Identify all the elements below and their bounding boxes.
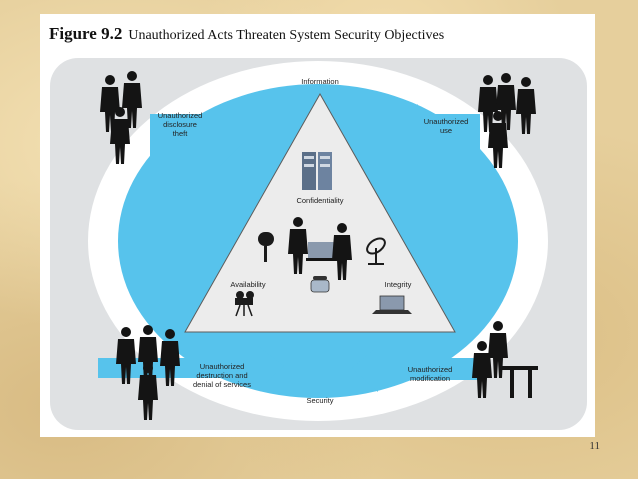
information-label: Information	[301, 77, 339, 86]
arrow-use: Unauthorized use	[394, 104, 480, 162]
page-number: 11	[589, 440, 600, 452]
availability-label: Availability	[230, 280, 266, 289]
arrow-modification: Unauthorized modification	[352, 346, 480, 392]
security-label: Security	[306, 396, 333, 405]
figure-number: Figure 9.2	[49, 24, 123, 43]
threat-destruction-line3: denial of services	[193, 380, 251, 389]
telephone-icon	[310, 276, 330, 293]
camera-icon	[235, 291, 254, 317]
threat-destruction-line2: destruction and	[196, 371, 247, 380]
threat-disclosure-line2: disclosure	[163, 120, 197, 129]
threat-modification-line1: Unauthorized	[408, 365, 453, 374]
security-diagram: Information Security Confidentiality Ava…	[50, 58, 587, 430]
threat-disclosure-line3: theft	[173, 129, 189, 138]
slide-panel: Figure 9.2 Unauthorized Acts Threaten Sys…	[40, 14, 595, 437]
office-workers-icon	[288, 217, 352, 280]
arrow-disclosure: Unauthorized disclosure theft	[150, 104, 244, 166]
arrow-destruction: Unauthorized destruction and denial of s…	[98, 346, 284, 390]
threat-use-line1: Unauthorized	[424, 117, 469, 126]
threat-use-line2: use	[440, 126, 452, 135]
server-icon	[302, 152, 332, 190]
people-group-icon-bottom-right	[472, 321, 538, 398]
mailbox-icon	[258, 232, 274, 262]
security-triangle	[184, 92, 456, 333]
threat-destruction-line1: Unauthorized	[200, 362, 245, 371]
satellite-dish-icon	[366, 237, 386, 265]
confidentiality-label: Confidentiality	[296, 196, 343, 205]
figure-title: Figure 9.2 Unauthorized Acts Threaten Sys…	[49, 24, 589, 44]
threat-modification-line2: modification	[410, 374, 450, 383]
integrity-label: Integrity	[385, 280, 412, 289]
threat-disclosure-line1: Unauthorized	[158, 111, 203, 120]
figure-caption: Unauthorized Acts Threaten System Securi…	[128, 28, 445, 43]
laptop-icon	[372, 295, 412, 314]
